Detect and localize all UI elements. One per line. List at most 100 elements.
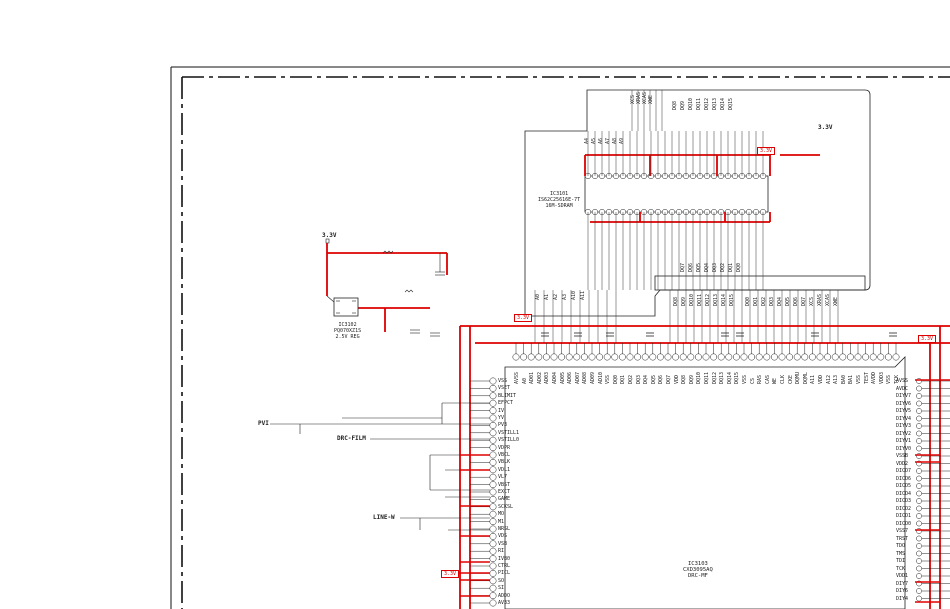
main-top-pin [846,353,854,361]
main-left-pin [489,577,497,585]
main-ic-right-pins [916,378,950,602]
top-pin-label: DQ3 [635,374,642,384]
main-top-pin [679,353,687,361]
top-pin-label: VSS [886,374,893,384]
dq-right-label: DQ0 [745,296,751,306]
main-left-pin [489,414,497,422]
main-right-pin [916,528,922,534]
mid-bus-label: DQ1 [728,262,734,272]
top-pin-label: DQ0 [612,374,619,384]
main-top-pin [877,353,885,361]
main-ic-ref-id: IC3103 [687,561,708,567]
sdram-chip [584,175,769,213]
main-left-pin [489,421,497,429]
main-ic-left-pins [470,377,497,607]
left-pin-label: VSS [498,378,508,384]
top-pin-label: DQ7 [666,374,672,384]
top-pin-label: CS [749,377,756,384]
upper-bus-label: DQ10 [688,97,694,110]
main-right-pin [916,573,922,579]
addr-bus-label: A11 [580,290,586,300]
sdram-ref-desc: 16M-SDRAM [545,203,573,209]
right-pin-label: TDO [896,543,906,549]
top-pin-label: RAS [757,374,764,384]
main-right-pin [916,490,922,497]
sdram-ref-id: IC3101 [550,191,569,197]
right-pin-label: DIY7 [896,580,909,587]
addr-bus-label: A10 [571,290,577,300]
main-right-pin [916,483,922,489]
sheet-frame [170,66,950,609]
left-pin-label: YV [498,415,505,421]
main-top-pin [626,353,634,361]
mid-bus-label: DQ6 [688,262,694,272]
top-pin-label: AD10 [597,371,604,384]
main-left-pin [489,377,497,385]
right-pin-label: DICO7 [896,468,912,474]
supply-label-a: 3.3V [322,232,337,239]
main-top-pin [664,353,672,361]
main-right-pin [916,468,922,474]
main-right-pin [916,453,922,459]
top-pin-label: DQ11 [704,371,710,384]
left-pin-label: IVB0 [498,555,511,562]
mid-bus-label: DQ0 [736,262,742,272]
left-pin-label: AV33 [498,600,511,606]
left-pin-label: PICL [498,570,511,577]
main-right-pin [916,430,922,437]
main-top-pin [512,353,520,361]
top-pin-label: DQ15 [734,371,741,384]
dq-right-label: XCAS [825,293,831,306]
right-red-traces [915,379,950,603]
main-top-pin [740,353,748,361]
dq-right-label: DQ5 [785,296,791,306]
dq-right-label: XRAS [817,293,823,306]
dq-left-label: DQ8 [673,296,679,306]
mid-bus-label: DQ4 [704,262,710,272]
main-top-pin [748,353,756,361]
right-pin-label: DICO6 [896,475,912,482]
main-left-pin [489,555,497,563]
main-right-pin [916,565,922,572]
right-pin-label: DICO3 [896,498,912,504]
main-left-pin [489,510,497,518]
regulator-ref-desc: 2.5V REG [335,334,360,340]
main-left-pin [489,407,497,415]
signal-pvi: PVI [258,420,269,427]
sram-addr-label: A5 [591,137,597,144]
right-pin-label: AVDC [896,385,909,392]
right-pin-label: DIY4 [896,595,909,602]
dq-left-label: DQ10 [689,293,695,306]
main-left-pin [489,436,497,444]
main-top-pin [634,353,642,361]
main-top-pin [603,353,611,361]
right-pin-label: VDD1 [896,573,909,579]
main-top-pin [824,353,832,361]
main-right-pin [916,498,922,504]
main-top-pin [641,353,649,361]
regulator-ref-part: PQ070XZ1S [334,328,362,334]
main-ic-ref-part: CXD3095AQ [683,567,713,573]
left-pin-label: VSET [498,385,511,392]
main-right-pin [916,513,922,519]
top-pin-label: AVDD [871,371,878,384]
left-pin-label: NRSL [498,526,511,532]
main-top-pin [565,353,573,361]
main-top-pin [710,353,718,361]
top-pin-label: AD02 [536,371,543,384]
main-left-pin [489,562,497,570]
main-top-pin [535,353,543,361]
main-top-pin [793,353,801,361]
top-pin-label: A13 [833,374,840,384]
main-ic-ref-desc: DRC-MF [687,573,708,579]
left-pin-label: VBLK [498,459,511,466]
sram-addr-label: A8 [612,137,618,144]
left-pin-label: GAME [498,496,511,503]
dq-right-label: DQ1 [753,296,759,306]
main-top-pin [717,353,725,361]
main-top-pin [656,353,664,361]
left-pin-label: VBCL [498,452,511,458]
sdram-outline [524,89,871,317]
right-pin-label: VDD2 [896,460,909,467]
mid-bus-label: DQ2 [720,262,726,272]
